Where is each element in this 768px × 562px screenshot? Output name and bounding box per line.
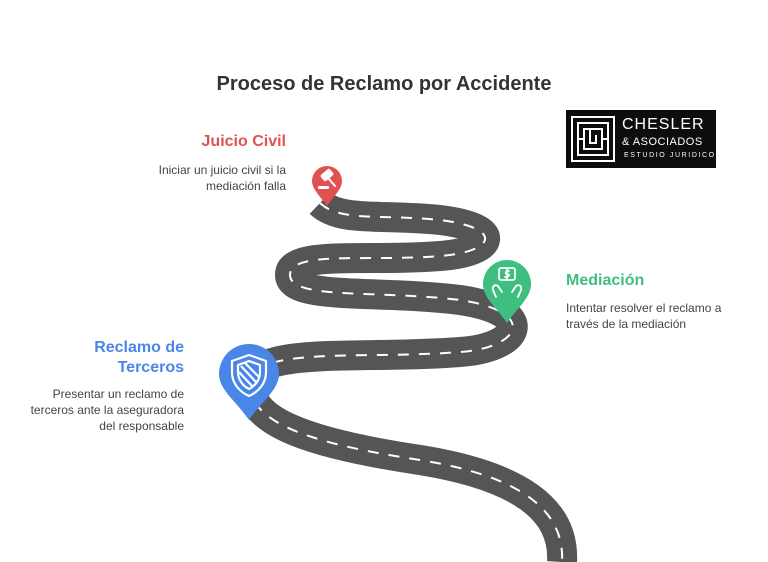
shield-icon — [230, 353, 268, 398]
logo-line-3: ESTUDIO JURIDICO — [624, 152, 716, 159]
money-exchange-icon — [491, 267, 523, 298]
logo-line-1: CHESLER — [622, 116, 705, 133]
gavel-icon — [318, 168, 336, 189]
map-pin-green — [483, 260, 531, 323]
juicio-civil-marker — [312, 166, 342, 206]
juicio-civil-heading: Juicio Civil — [201, 133, 286, 150]
chesler-logo: CHESLER & ASOCIADOS ESTUDIO JURIDICO — [566, 110, 716, 168]
road-center-line — [248, 202, 564, 562]
juicio-civil-description: Iniciar un juicio civil si la mediación … — [158, 163, 286, 193]
terceros-heading: Reclamo de Terceros — [94, 339, 184, 376]
page-title: Proceso de Reclamo por Accidente — [216, 73, 552, 95]
mediacion-heading: Mediación — [566, 272, 645, 289]
terceros-marker — [219, 344, 279, 420]
mediacion-description: Intentar resolver el reclamo a través de… — [566, 301, 722, 331]
mediacion-marker — [483, 260, 531, 323]
terceros-description: Presentar un reclamo de terceros ante la… — [30, 387, 184, 433]
logo-line-2: & ASOCIADOS — [622, 136, 703, 148]
logo-maze-icon — [571, 116, 615, 162]
